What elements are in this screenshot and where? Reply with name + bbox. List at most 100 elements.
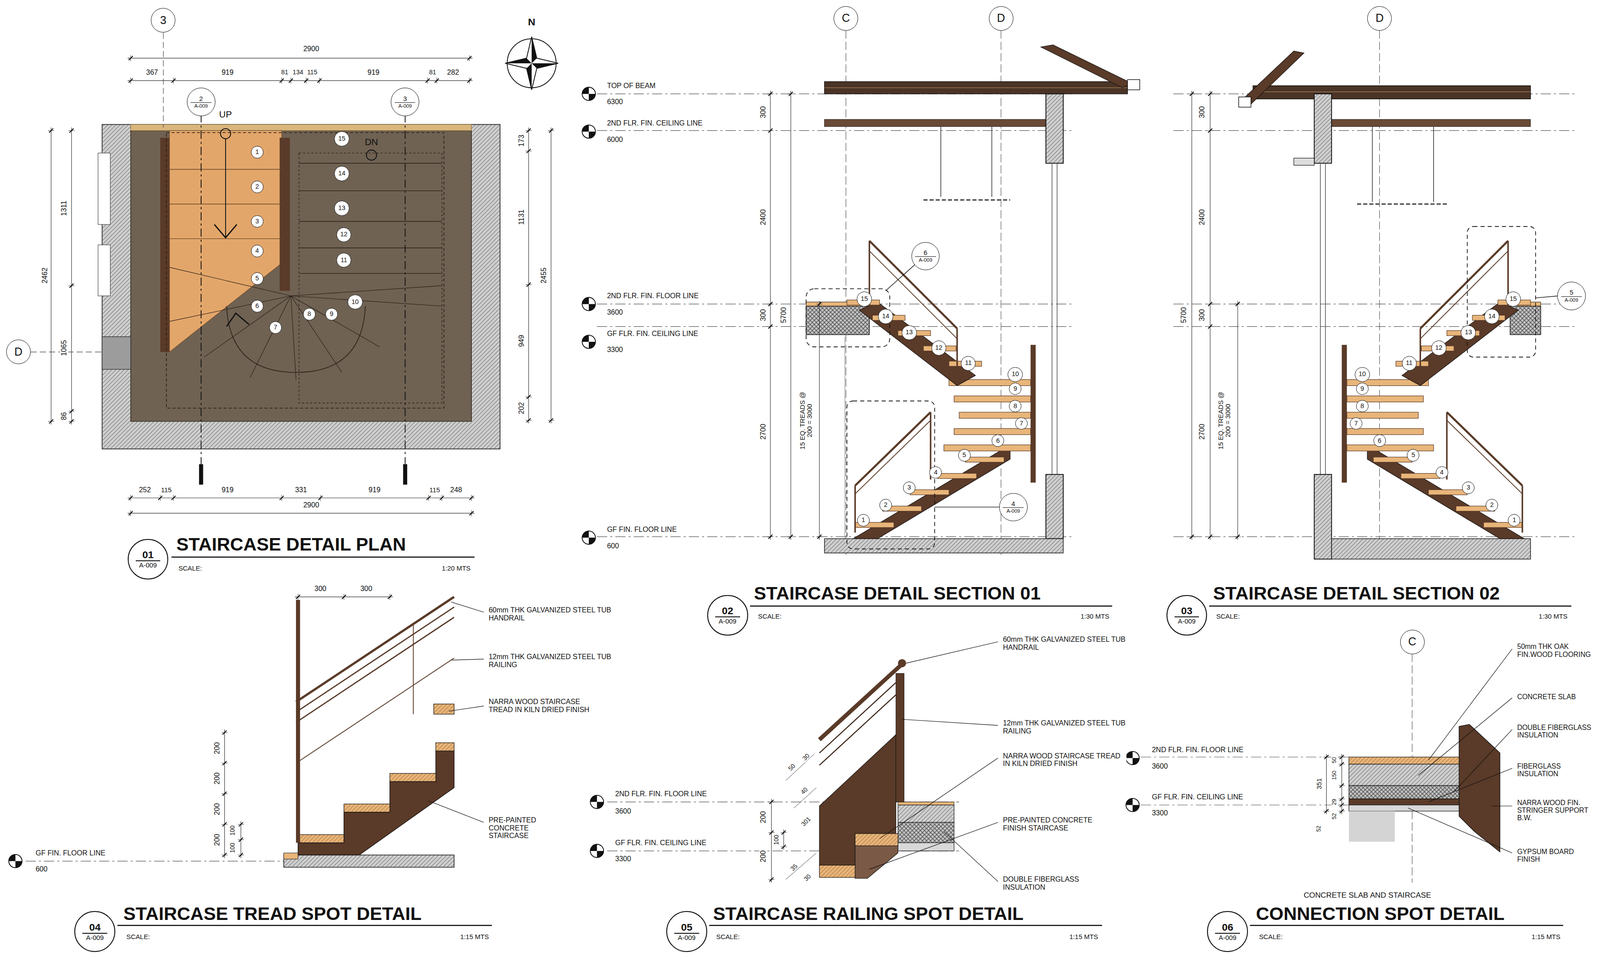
level-label: GF FLR. FIN. CEILING LINE: [606, 329, 700, 338]
railing: [854, 420, 931, 494]
note: NARRA WOOD FIN. STRINGER SUPPORT B.W.: [1516, 798, 1594, 822]
step-number-text: 3: [1465, 484, 1471, 492]
step-number: 4: [1435, 466, 1449, 479]
concrete-slab: [1348, 764, 1470, 786]
concrete-stair: [854, 845, 898, 879]
step-number: 6: [251, 299, 264, 313]
view-title: STAIRCASE DETAIL SECTION 01: [753, 583, 1042, 604]
dimension-line: [71, 127, 72, 425]
fixture: [97, 244, 111, 296]
dimension-line: [785, 852, 817, 880]
level-marker: [588, 131, 596, 139]
level-marker: [582, 530, 596, 545]
dimension-tick: [769, 799, 774, 804]
dimension-tick: [469, 495, 474, 500]
title-underline: [171, 556, 475, 558]
level-label: GF FLR. FIN. CEILING LINE: [1150, 793, 1244, 802]
level-marker: [582, 297, 596, 311]
level-value: 6300: [606, 97, 624, 106]
dimension-tick: [526, 282, 531, 287]
view-number: 04: [88, 921, 102, 933]
dimension-tick: [238, 822, 244, 827]
step-number: 15: [334, 131, 350, 147]
leader-line: [885, 264, 916, 292]
dimension-tick: [318, 495, 323, 500]
hanger: [1433, 126, 1434, 203]
dimension: 29: [1331, 797, 1338, 807]
step-number-text: 9: [1012, 385, 1018, 393]
dimension: 30: [800, 751, 812, 763]
grid-bubble: D: [1367, 6, 1392, 31]
leader-line: [943, 831, 998, 882]
note: DOUBLE FIBERGLASS INSULATION: [1516, 723, 1594, 739]
step-number: 10: [347, 294, 363, 310]
wall-column: [1314, 93, 1332, 164]
railing: [295, 658, 454, 764]
step-number-text: 10: [350, 298, 360, 306]
ceiling: [824, 119, 1050, 127]
dimension: 81: [428, 68, 438, 77]
step-number: 11: [960, 356, 976, 371]
step-number-text: 7: [1018, 420, 1025, 428]
step-number-text: 6: [995, 437, 1001, 445]
dimension: 81: [280, 68, 290, 77]
dimension: 200: [213, 771, 222, 786]
tread: [965, 457, 1005, 462]
railing: [1446, 420, 1523, 494]
step-number: 7: [1015, 417, 1028, 430]
floor-finish: [898, 802, 955, 806]
level-label: GF FIN. FLOOR LINE: [34, 849, 107, 858]
ceiling-fixture: [923, 199, 1011, 201]
dimension-line: [771, 798, 772, 883]
compass: [505, 58, 532, 64]
glazing: [1051, 163, 1053, 475]
step-number: 3: [903, 481, 916, 495]
glazing: [1324, 163, 1326, 475]
tread: [1373, 457, 1413, 462]
dimension-tick: [279, 495, 284, 500]
hanger: [991, 126, 993, 197]
level-label: TOP OF BEAM: [606, 81, 657, 90]
dimension: 331: [294, 486, 308, 495]
dimension-tick: [768, 91, 773, 96]
stair-outline: [299, 153, 442, 404]
dimension: 200: [213, 802, 222, 817]
wall: [101, 124, 500, 450]
leader-line: [906, 641, 998, 664]
ledge: [1293, 157, 1315, 166]
step-number-text: 1: [254, 148, 260, 156]
dimension: 100: [229, 842, 236, 855]
step-number: 13: [1460, 325, 1476, 341]
step-number-text: 8: [1012, 402, 1018, 410]
dimension-tick: [1324, 809, 1329, 814]
dimension-tick: [768, 324, 773, 329]
callout-bubble: 6A-009: [911, 242, 940, 271]
winder-line: [291, 295, 380, 348]
dimension: 919: [220, 486, 235, 495]
dimension-tick: [1207, 128, 1212, 133]
step-number: 3: [1462, 481, 1475, 495]
hanger: [940, 126, 942, 197]
dimension-tick: [238, 837, 244, 842]
grid-line: [845, 30, 847, 557]
section-mark: [198, 464, 203, 485]
dimension-tick: [467, 78, 472, 83]
direction-line: [225, 138, 227, 237]
leader-line: [1418, 697, 1513, 776]
note: PRE-PAINTED CONCRETE FINISH STAIRCASE: [1001, 816, 1111, 832]
railing-post: [295, 599, 300, 843]
leader-line: [1428, 768, 1513, 803]
compass: [505, 36, 559, 90]
level-marker: [1126, 751, 1133, 758]
dimension-tick: [69, 283, 74, 288]
step-number: 14: [1484, 308, 1500, 325]
step-number: 4: [251, 244, 264, 258]
dimension-tick: [817, 302, 822, 307]
leader-line: [934, 506, 1001, 508]
tread-line: [299, 162, 442, 164]
grid-letter: C: [841, 12, 851, 25]
grid-letter: D: [13, 345, 24, 359]
tread: [910, 489, 949, 495]
dimension: 150: [1331, 769, 1338, 782]
railing: [869, 251, 957, 339]
